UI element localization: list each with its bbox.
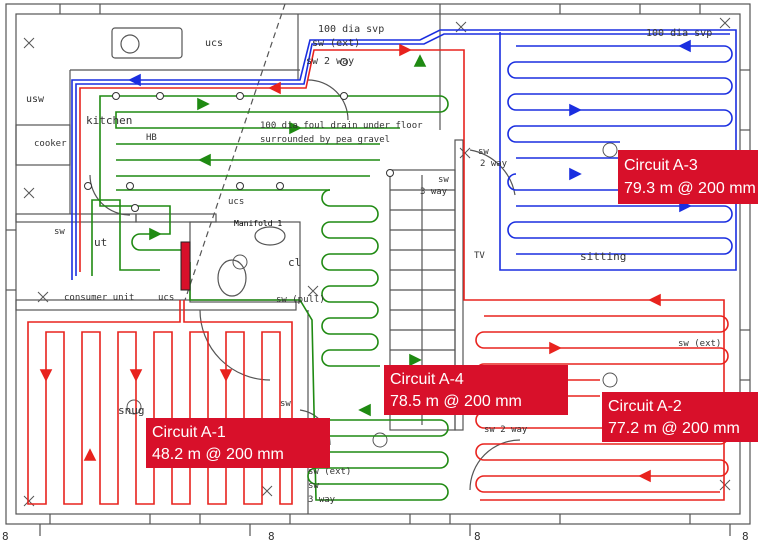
x-mark-icon [261,485,273,497]
callout-a1-title: Circuit A-1 [152,424,226,441]
x-mark-icon [307,285,319,297]
callout-circuit-a1: Circuit A-1 48.2 m @ 200 mm [146,418,330,468]
callout-a3-title: Circuit A-3 [624,157,698,174]
label-tv: TV [474,251,485,261]
label-sw-ext-right: sw (ext) [678,339,721,349]
label-sitting: sitting [580,250,626,263]
label-dim-4: 8 [742,530,749,540]
x-mark-icon [23,187,35,199]
circuit-a1-loop [27,300,293,505]
label-dim-3: 8 [474,530,481,540]
label-ucs-mid: ucs [228,197,244,207]
label-dim-1: 8 [2,530,9,540]
fitting-markers [84,58,394,212]
label-ucs-low: ucs [158,293,174,303]
outer-wall-inner [15,13,741,515]
label-svp-right: 100 dia svp [646,28,712,39]
label-hb: HB [146,133,157,143]
label-cl: cl [288,256,301,269]
label-sw-left: sw [54,227,65,237]
label-manifold: Manifold 1 [234,219,282,228]
light-fitting-icon [602,372,618,388]
label-ucs-top: ucs [205,38,223,49]
label-dim-2: 8 [268,530,275,540]
light-fitting-icon [126,399,142,415]
x-mark-icon [719,479,731,491]
label-foul-drain-2: surrounded by pea gravel [260,135,390,145]
circuit-a4-loop [91,54,449,501]
label-snug: snug [118,404,145,417]
callout-a3-spec: 79.3 m @ 200 mm [624,180,756,197]
fixtures [23,17,731,507]
label-sw-3way-1: sw [438,175,449,185]
callout-a4-spec: 78.5 m @ 200 mm [390,393,522,410]
label-consumer-unit: consumer unit [64,293,134,303]
label-sw-pull: sw (pull) [276,295,325,305]
light-fitting-icon [372,432,388,448]
label-sw-snug: sw [280,399,291,409]
label-sw-2way-top: sw 2 way [306,56,354,67]
callout-a2-title: Circuit A-2 [608,398,682,415]
callout-circuit-a3: Circuit A-3 79.3 m @ 200 mm [618,150,758,204]
manifold-unit [180,241,191,291]
label-sw-ext-bottom: sw (ext) [308,467,351,477]
walls [5,3,751,536]
label-foul-drain-1: 100 dia foul drain under floor [260,121,423,131]
callout-circuit-a4: Circuit A-4 78.5 m @ 200 mm [384,365,568,415]
light-fitting-icon [602,142,618,158]
callout-a1-spec: 48.2 m @ 200 mm [152,446,284,463]
label-sw-2way-mid-1: sw [478,147,489,157]
callout-a4-title: Circuit A-4 [390,371,464,388]
label-svp-top-left: 100 dia svp [318,24,384,35]
label-sw-2way-mid-2: 2 way [480,159,508,169]
label-sw-3way-bottom-1: sw [308,481,319,491]
label-usw: usw [26,94,45,105]
circuit-a3-loop [71,29,737,280]
label-cooker: cooker [34,139,67,149]
x-mark-icon [719,17,731,29]
label-sw-2way-low: sw 2 way [484,425,528,435]
label-sw-3way-bottom-2: 3 way [308,495,336,505]
x-mark-icon [23,37,35,49]
light-fitting-icon [232,254,248,270]
label-kitchen: kitchen [86,114,132,127]
callout-circuit-a2: Circuit A-2 77.2 m @ 200 mm [602,392,758,442]
label-sw-ext-top: sw (ext) [312,38,360,49]
callout-a2-spec: 77.2 m @ 200 mm [608,420,740,437]
x-mark-icon [37,291,49,303]
label-sw-3way-2: 3 way [420,187,448,197]
outer-wall-outer [5,3,751,525]
x-mark-icon [459,147,471,159]
label-ut: ut [94,236,107,249]
